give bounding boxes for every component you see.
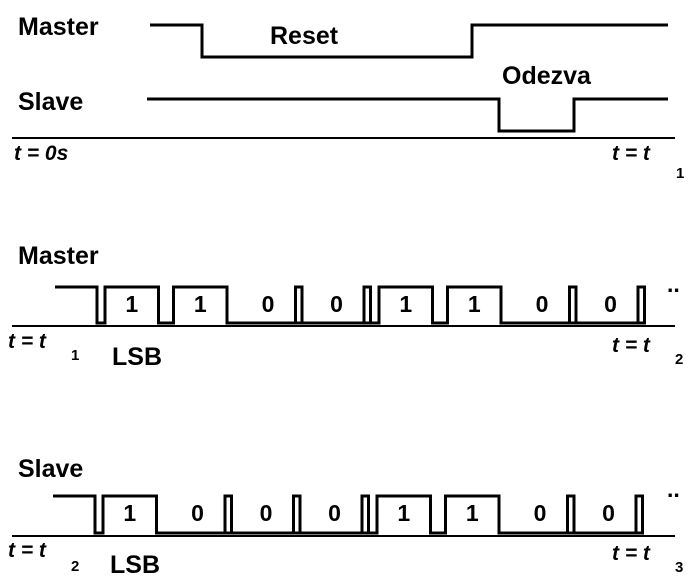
- master-bit-4: 0: [330, 291, 343, 317]
- time-end-subscript: 1: [676, 165, 684, 182]
- master-bits-label: Master: [18, 242, 99, 270]
- slave-bits-label: Slave: [18, 455, 83, 483]
- slave-time-start-subscript: 2: [71, 558, 79, 575]
- master-bit-7: 0: [536, 291, 549, 317]
- slave-time-end-subscript: 3: [675, 559, 683, 576]
- slave-bit-7: 0: [534, 500, 547, 526]
- reset-label: Reset: [270, 22, 339, 50]
- slave-lsb-label: LSB: [110, 551, 160, 579]
- slave-bit-3: 0: [260, 500, 273, 526]
- master-time-start-subscript: 1: [71, 347, 79, 364]
- time-end-label: t = t: [612, 142, 651, 165]
- time-start-label: t = 0s: [14, 142, 68, 165]
- master-bit-6: 1: [468, 291, 481, 317]
- master-bit-5: 1: [399, 291, 412, 317]
- slave-bit-6: 1: [466, 500, 479, 526]
- response-label: Odezva: [502, 62, 592, 90]
- master-bits-section: Master 1 1 0 0 1 1 0 0 .. t = t 1 LSB t = t 2: [8, 242, 683, 371]
- master-time-end-label: t = t: [612, 334, 651, 357]
- master-bit-2: 1: [194, 291, 207, 317]
- slave-bit-1: 1: [123, 500, 136, 526]
- slave-bit-2: 0: [191, 500, 204, 526]
- master-bits-waveform: [55, 285, 646, 325]
- reset-presence-section: Master Reset Slave Odezva t = 0s t = t 1: [12, 13, 684, 182]
- master-bit-8: 0: [604, 291, 617, 317]
- slave-bit-values: 1 0 0 0 1 1 0 0: [123, 500, 614, 526]
- master-time-end-subscript: 2: [675, 351, 683, 368]
- slave-time-start-label: t = t: [8, 539, 47, 562]
- slave-bits-waveform: [53, 494, 644, 535]
- master-reset-waveform: [150, 23, 668, 59]
- slave-bit-5: 1: [397, 500, 410, 526]
- master-continuation: ..: [667, 271, 680, 297]
- slave-bits-section: Slave 1 0 0 0 1 1 0 0 .. t = t 2 LSB t = t 3: [8, 455, 683, 579]
- slave-continuation: ..: [667, 476, 680, 502]
- slave-response-waveform: [147, 97, 668, 133]
- master-bit-1: 1: [125, 291, 138, 317]
- master-time-start-label: t = t: [8, 330, 47, 353]
- slave-bit-4: 0: [328, 500, 341, 526]
- master-label: Master: [18, 13, 99, 41]
- master-bit-values: 1 1 0 0 1 1 0 0: [125, 291, 616, 317]
- slave-bit-8: 0: [602, 500, 615, 526]
- slave-label: Slave: [18, 88, 83, 116]
- master-lsb-label: LSB: [112, 343, 162, 371]
- slave-time-end-label: t = t: [612, 542, 651, 565]
- master-bit-3: 0: [262, 291, 275, 317]
